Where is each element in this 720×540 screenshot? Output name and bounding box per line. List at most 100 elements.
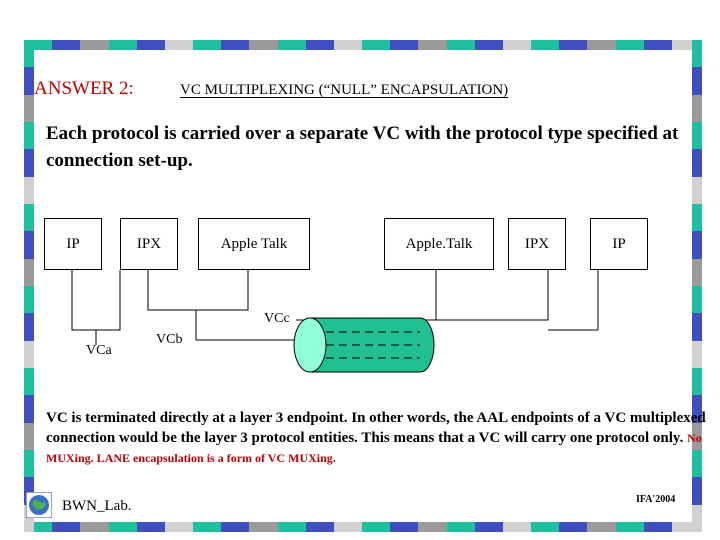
frame-segment [692,149,702,177]
frame-segment [615,522,644,532]
frame-segment [692,258,702,286]
frame-segment [24,367,34,396]
frame-segment [24,40,34,68]
frame-bottom [24,522,701,532]
frame-segment [24,477,34,505]
frame-segment [221,522,250,532]
protocol-box-ipx-right: IPX [508,218,566,270]
slide-heading: ANSWER 2: [34,78,134,99]
slide-subtitle: VC MULTIPLEXING (“NULL” ENCAPSULATION) [180,82,509,98]
frame-segment [24,395,34,423]
frame-segment [24,258,34,286]
globe-icon [26,492,52,518]
frame-segment [559,522,588,532]
frame-segment [164,40,194,50]
frame-segment [692,176,702,204]
frame-segment [164,522,194,532]
frame-segment [692,340,702,368]
frame-segment [474,522,503,532]
pipe-body [309,317,435,373]
lab-name: BWN_Lab. [62,498,132,514]
frame-segment [24,176,34,204]
frame-segment [643,40,672,50]
protocol-label: Apple Talk [220,235,288,252]
frame-segment [692,285,702,314]
frame-segment [390,522,419,532]
vc-label-b: VCb [156,332,183,347]
frame-left [24,40,34,532]
frame-segment [136,40,165,50]
frame-segment [692,203,702,232]
frame-segment [305,522,334,532]
frame-segment [474,40,503,50]
frame-segment [24,67,34,95]
footer-conference: IFA'2004 [636,494,676,505]
frame-segment [692,231,702,259]
frame-segment [193,40,222,50]
frame-segment [671,40,701,50]
frame-segment [24,522,53,532]
frame-segment [24,121,34,150]
frame-segment [418,522,447,532]
frame-segment [692,94,702,122]
frame-segment [362,522,391,532]
frame-segment [249,40,278,50]
frame-segment [692,367,702,396]
frame-segment [671,522,701,532]
protocol-label: Apple.Talk [405,235,473,252]
frame-segment [446,522,475,532]
protocol-label: IPX [524,235,550,252]
frame-segment [643,522,672,532]
frame-segment [24,313,34,341]
frame-segment [24,149,34,177]
protocol-box-appletalk-right: Apple.Talk [384,218,494,270]
frame-segment [52,522,81,532]
explanation-main: VC is terminated directly at a layer 3 e… [46,410,706,446]
frame-segment [24,203,34,232]
frame-segment [24,231,34,259]
frame-segment [692,313,702,341]
frame-top [24,40,701,50]
intro-text: Each protocol is carried over a separate… [46,123,679,171]
explanation-note: No MUXing. LANE encapsulation is a form … [46,431,702,465]
frame-segment [24,94,34,122]
frame-segment [24,504,34,532]
frame-segment [333,40,363,50]
frame-segment [24,340,34,368]
frame-segment [24,40,53,50]
frame-segment [692,477,702,505]
frame-segment [24,422,34,450]
frame-segment [559,40,588,50]
frame-segment [502,522,532,532]
frame-segment [362,40,391,50]
frame-segment [446,40,475,50]
frame-segment [692,449,702,478]
frame-segment [692,504,702,532]
frame-segment [587,522,616,532]
protocol-label: IP [66,235,80,252]
protocol-box-ip-right: IP [590,218,648,270]
pipe-front-end [293,317,327,373]
explanation-text: VC is terminated directly at a layer 3 e… [46,408,706,468]
frame-segment [531,522,560,532]
frame-segment [390,40,419,50]
frame-segment [193,522,222,532]
frame-segment [692,121,702,150]
vc-label-a: VCa [86,343,112,358]
frame-segment [587,40,616,50]
frame-segment [80,40,109,50]
frame-segment [108,40,137,50]
frame-segment [136,522,165,532]
frame-right [692,40,702,532]
frame-segment [692,40,702,68]
frame-segment [615,40,644,50]
frame-segment [221,40,250,50]
frame-segment [692,395,702,423]
frame-segment [108,522,137,532]
frame-segment [80,522,109,532]
frame-segment [531,40,560,50]
protocol-label: IPX [136,235,162,252]
frame-segment [333,522,363,532]
protocol-box-ipx-left: IPX [120,218,178,270]
frame-segment [24,285,34,314]
